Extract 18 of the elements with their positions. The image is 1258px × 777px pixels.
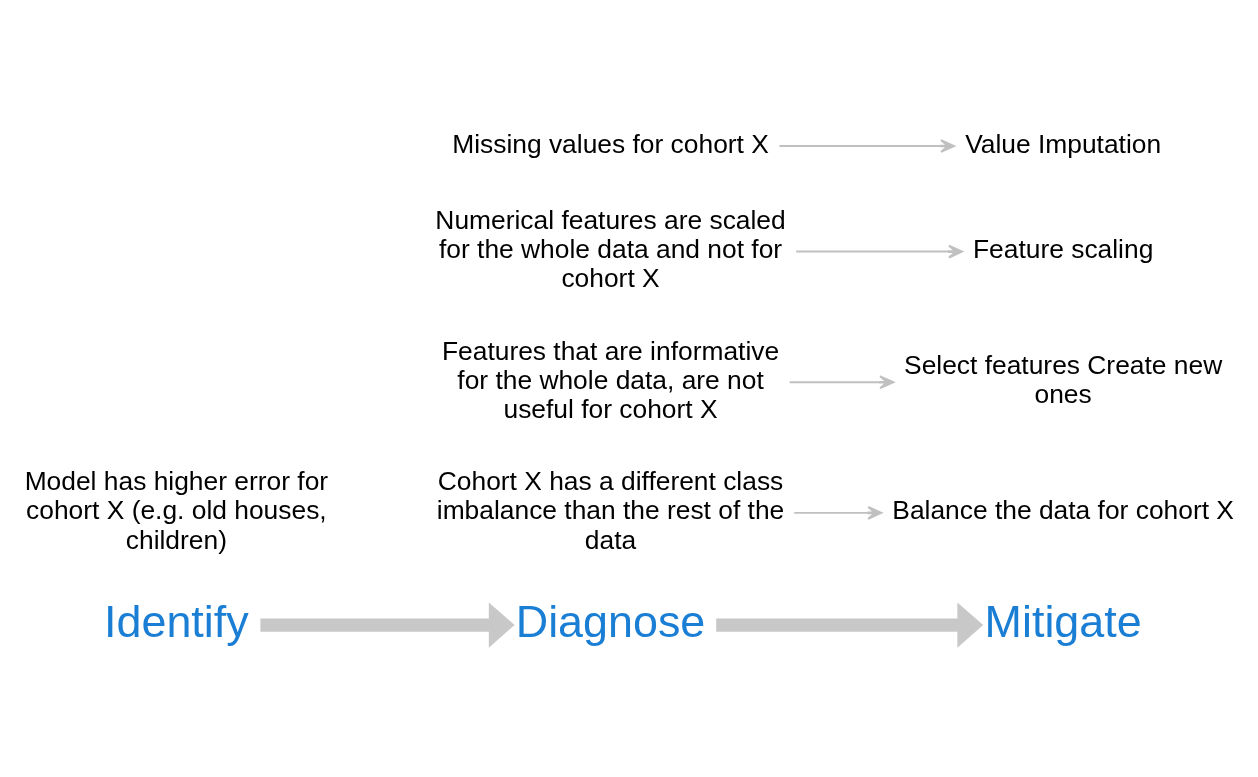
arrow bbox=[788, 375, 895, 390]
node-text: Mitigate bbox=[984, 595, 1142, 647]
arrow bbox=[716, 602, 984, 648]
node-text: Diagnose bbox=[515, 595, 706, 647]
node-text: Select features Create new ones bbox=[904, 350, 1223, 410]
node-text: Balance the data for cohort X bbox=[892, 495, 1234, 526]
arrow bbox=[793, 505, 883, 520]
node-text: Feature scaling bbox=[972, 234, 1154, 265]
arrow bbox=[260, 602, 515, 648]
node-text: Missing values for cohort X bbox=[452, 128, 769, 159]
arrow bbox=[778, 139, 956, 153]
node-text: Features that are informative for the whole data, are not useful for cohort X bbox=[441, 335, 780, 424]
node-text: Cohort X has a different class imbalance than the rest of the data bbox=[436, 466, 785, 555]
node-text: Numerical features are scaled for the whole data and not for cohort X bbox=[435, 205, 786, 294]
node-text: Value Imputation bbox=[965, 128, 1162, 159]
node-text: Identify bbox=[104, 595, 249, 647]
label: Model has higher error for cohort X (e.g. old houses, children) bbox=[24, 466, 329, 555]
arrow bbox=[795, 244, 964, 259]
